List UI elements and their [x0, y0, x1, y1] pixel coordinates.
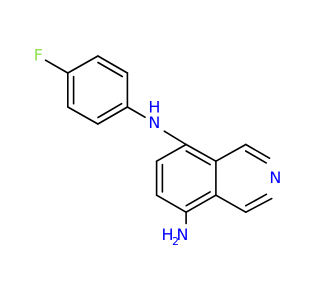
ring-nitrogen-label: N — [269, 168, 281, 187]
double-bond-inner — [97, 61, 124, 78]
double-bond-inner — [97, 102, 123, 119]
bond-c-nh — [126, 106, 146, 118]
bond — [185, 194, 217, 213]
bond-c-f — [44, 59, 69, 74]
amino-h-count: 2 — [172, 235, 179, 248]
double-bond-inner — [245, 193, 268, 207]
bond — [155, 143, 187, 162]
fluorophenyl-ring — [67, 55, 129, 125]
bond — [215, 143, 247, 162]
bond — [97, 55, 129, 74]
amine-n-symbol: N — [148, 113, 160, 132]
amine-nh-label: N H — [148, 97, 160, 132]
double-bond-inner — [185, 150, 211, 166]
fluorine-label: F — [34, 45, 43, 64]
bond — [245, 197, 273, 213]
amine-h-symbol: H — [148, 97, 160, 116]
bond — [67, 106, 99, 125]
double-bond-inner — [244, 150, 268, 164]
isoquinoline-benzo-ring — [155, 143, 217, 213]
bond — [97, 106, 129, 125]
double-bond-inner — [185, 191, 211, 207]
bond — [215, 194, 247, 213]
bond — [245, 143, 271, 159]
amino-nh2-label: N H 2 — [161, 225, 188, 248]
bond — [155, 194, 187, 213]
amino-h-symbol: H — [161, 225, 173, 244]
molecule-structure: F N H N N H 2 — [0, 0, 300, 300]
bond-nh-c5 — [163, 130, 187, 146]
bond — [67, 55, 99, 74]
bond — [185, 143, 217, 162]
isoquinoline-pyridine-ring — [215, 143, 273, 213]
amino-n-symbol: N — [177, 225, 189, 244]
background — [0, 0, 300, 300]
